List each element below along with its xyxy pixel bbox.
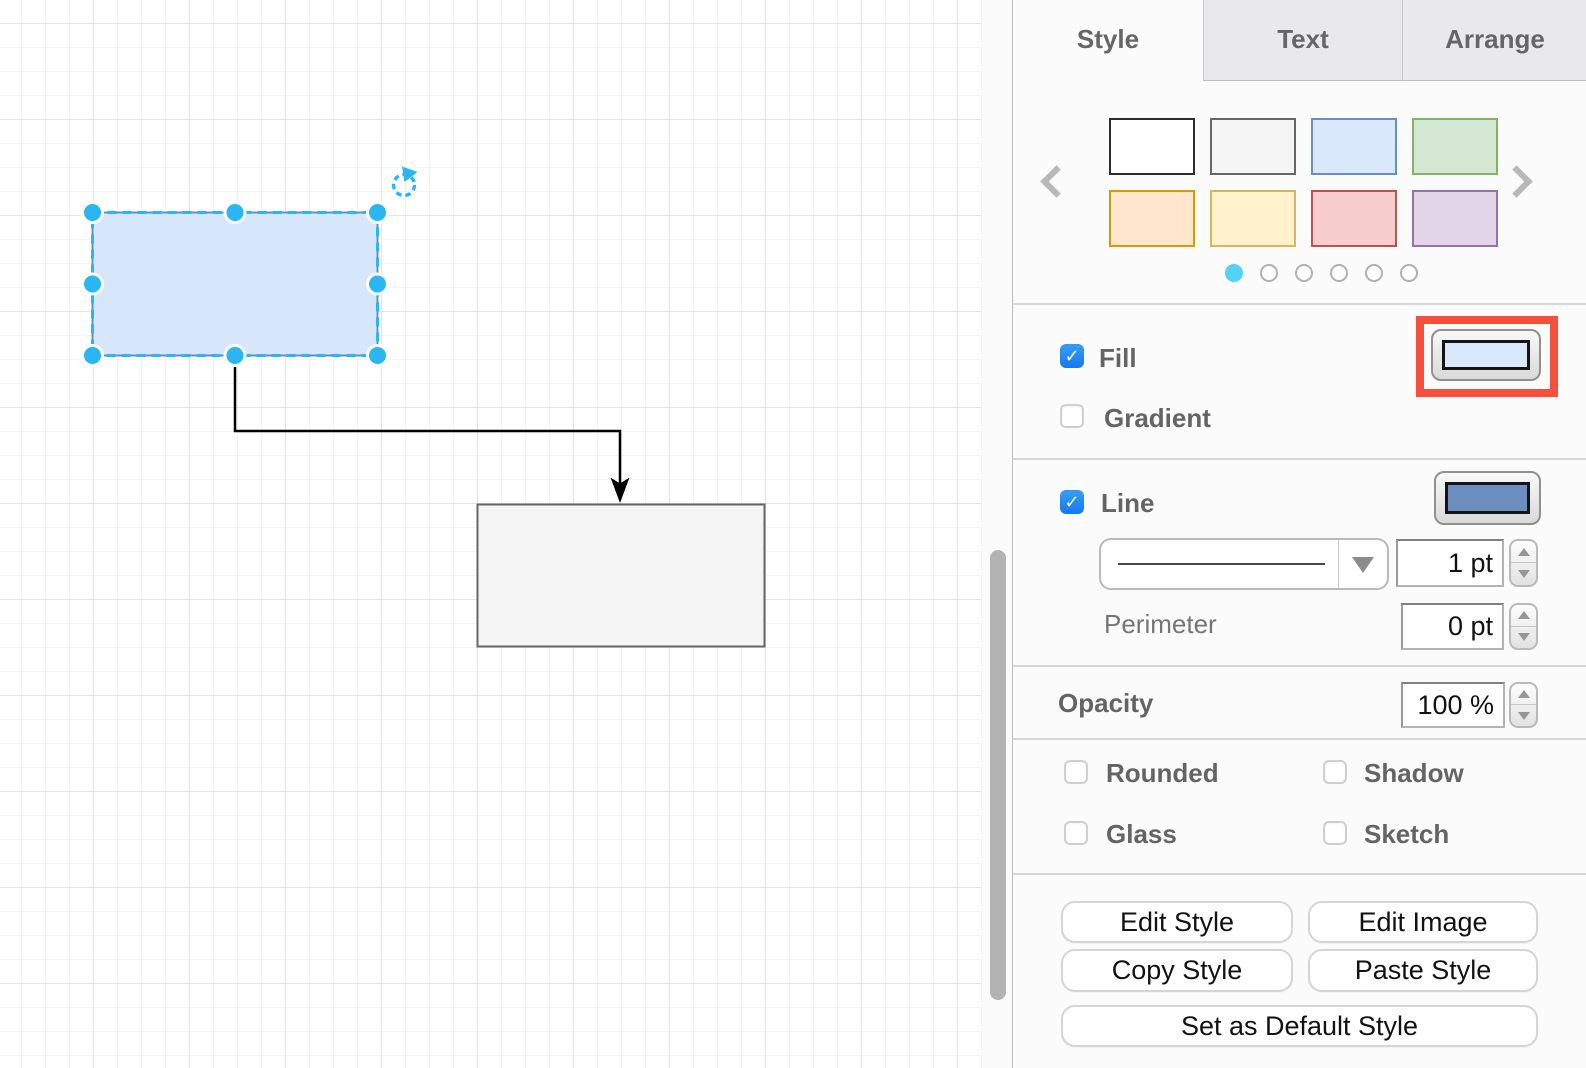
- triangle-down-icon: [1517, 711, 1530, 720]
- style-swatch[interactable]: [1109, 118, 1195, 175]
- triangle-down-icon: [1517, 633, 1530, 642]
- fill-checkbox[interactable]: [1060, 344, 1084, 368]
- style-swatch[interactable]: [1412, 118, 1498, 175]
- tab-arrange[interactable]: Arrange: [1403, 0, 1586, 81]
- selected-shape[interactable]: [91, 211, 379, 357]
- chevron-right-icon[interactable]: [1500, 165, 1533, 198]
- line-style-preview: [1118, 563, 1325, 565]
- triangle-up-icon: [1517, 611, 1530, 620]
- diagram-canvas[interactable]: [0, 0, 982, 1068]
- glass-checkbox[interactable]: [1064, 821, 1088, 845]
- triangle-down-icon: [1352, 557, 1374, 573]
- spinner-down-button[interactable]: [1511, 705, 1536, 726]
- spinner-down-button[interactable]: [1511, 563, 1536, 585]
- pager-dot[interactable]: [1260, 264, 1278, 282]
- chevron-left-icon[interactable]: [1040, 165, 1073, 198]
- pager-dot[interactable]: [1400, 264, 1418, 282]
- section-divider: [1013, 738, 1586, 740]
- selection-handle[interactable]: [366, 201, 389, 224]
- fill-color-swatch: [1442, 340, 1530, 370]
- perimeter-label: Perimeter: [1104, 609, 1217, 639]
- paste-style-button[interactable]: Paste Style: [1308, 949, 1538, 992]
- pager-dot[interactable]: [1330, 264, 1348, 282]
- line-checkbox[interactable]: [1060, 490, 1084, 514]
- tab-style[interactable]: Style: [1013, 0, 1204, 81]
- line-width-input[interactable]: [1396, 539, 1504, 587]
- selection-handle[interactable]: [223, 201, 247, 224]
- style-swatch[interactable]: [1311, 118, 1397, 175]
- style-swatch[interactable]: [1210, 190, 1296, 247]
- style-swatch[interactable]: [1210, 118, 1296, 175]
- dropdown-separator: [1338, 540, 1339, 588]
- rounded-label: Rounded: [1106, 758, 1219, 788]
- section-divider: [1013, 303, 1586, 305]
- pager-dot[interactable]: [1365, 264, 1383, 282]
- section-divider: [1013, 665, 1586, 667]
- rounded-checkbox[interactable]: [1064, 760, 1088, 784]
- selection-handle[interactable]: [81, 272, 104, 296]
- triangle-up-icon: [1517, 547, 1530, 556]
- line-color-button[interactable]: [1434, 471, 1541, 525]
- format-panel: Style Text Arrange Fill Gradient Line Pe…: [1012, 0, 1586, 1068]
- copy-style-button[interactable]: Copy Style: [1061, 949, 1293, 992]
- triangle-down-icon: [1517, 570, 1530, 578]
- spinner-down-button[interactable]: [1511, 627, 1536, 649]
- vertical-scrollbar-track[interactable]: [982, 0, 1012, 1068]
- section-divider: [1013, 873, 1586, 875]
- perimeter-stepper: [1509, 603, 1538, 650]
- fill-color-button[interactable]: [1431, 329, 1541, 381]
- set-default-style-button[interactable]: Set as Default Style: [1061, 1005, 1538, 1047]
- spinner-up-button[interactable]: [1511, 605, 1536, 627]
- vertical-scrollbar-thumb[interactable]: [990, 550, 1006, 1000]
- section-divider: [1013, 458, 1586, 460]
- gradient-label: Gradient: [1104, 403, 1211, 433]
- line-style-dropdown[interactable]: [1099, 538, 1389, 590]
- shadow-label: Shadow: [1364, 758, 1464, 788]
- style-swatch[interactable]: [1109, 190, 1195, 247]
- connector-arrowhead-icon: [610, 477, 630, 503]
- tab-text[interactable]: Text: [1204, 0, 1403, 81]
- sketch-label: Sketch: [1364, 819, 1450, 849]
- opacity-stepper: [1509, 682, 1538, 728]
- edit-image-button[interactable]: Edit Image: [1308, 901, 1538, 943]
- target-shape[interactable]: [476, 503, 766, 648]
- pager-dot[interactable]: [1295, 264, 1313, 282]
- rotate-handle-icon[interactable]: [391, 166, 418, 198]
- spinner-up-button[interactable]: [1511, 684, 1536, 705]
- edit-style-button[interactable]: Edit Style: [1061, 901, 1293, 943]
- triangle-up-icon: [1517, 690, 1530, 698]
- line-color-swatch: [1445, 482, 1530, 514]
- gradient-checkbox[interactable]: [1060, 404, 1084, 428]
- shadow-checkbox[interactable]: [1323, 760, 1347, 784]
- style-swatch[interactable]: [1311, 190, 1397, 247]
- spinner-up-button[interactable]: [1511, 541, 1536, 563]
- glass-label: Glass: [1106, 819, 1177, 849]
- selection-handle[interactable]: [366, 272, 389, 296]
- selection-handle[interactable]: [366, 344, 389, 367]
- opacity-input[interactable]: [1401, 682, 1505, 728]
- fill-label: Fill: [1099, 343, 1137, 373]
- selection-handle[interactable]: [81, 201, 104, 224]
- selection-handle[interactable]: [81, 344, 104, 367]
- line-label: Line: [1101, 488, 1155, 518]
- perimeter-input[interactable]: [1401, 603, 1504, 650]
- line-width-stepper: [1509, 539, 1538, 587]
- sketch-checkbox[interactable]: [1323, 821, 1347, 845]
- selection-handle[interactable]: [223, 344, 247, 367]
- connector-edge[interactable]: [233, 366, 622, 484]
- style-swatch[interactable]: [1412, 190, 1498, 247]
- opacity-label: Opacity: [1058, 688, 1154, 718]
- pager-dot[interactable]: [1225, 264, 1243, 282]
